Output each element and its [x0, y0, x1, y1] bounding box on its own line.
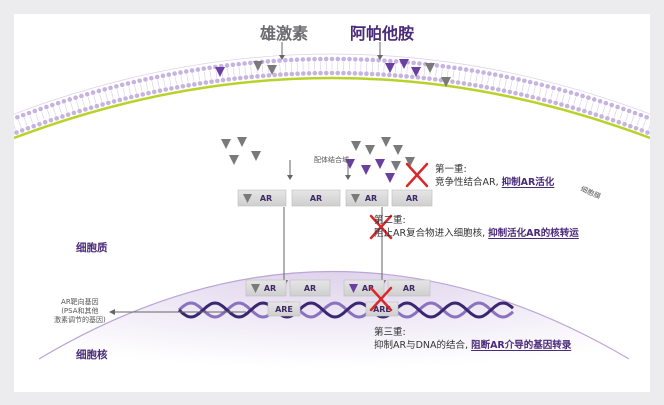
androgen-ligand: [365, 145, 375, 155]
ar-receptor: AR: [289, 279, 331, 297]
svg-text:AR: AR: [264, 284, 276, 293]
nuclear-envelope: [38, 270, 630, 360]
ar-receptor: AR: [345, 189, 389, 207]
ar-receptor: AR: [291, 189, 341, 207]
apalutamide-ligand: [345, 159, 355, 169]
androgen-ligand: [351, 141, 361, 151]
androgen-ligand: [229, 155, 239, 165]
are-element: ARE: [267, 301, 301, 317]
mechanism-2-note: 第二重: 阻止AR复合物进入细胞核, 抑制活化AR的核转运: [374, 215, 579, 239]
androgen-ligand: [237, 137, 247, 147]
svg-text:AR: AR: [403, 284, 415, 293]
androgen-ligand: [405, 157, 415, 167]
x-mark-2: [369, 214, 393, 240]
androgen-ligand: [391, 161, 401, 171]
androgen-label: 雄激素: [260, 24, 309, 43]
ar-receptor: AR: [391, 189, 433, 207]
svg-text:AR: AR: [260, 194, 272, 203]
ligands: [215, 59, 451, 183]
apalutamide-ligand: [385, 173, 395, 183]
diagram-canvas: AR AR AR AR AR AR AR AR ARE ARE 雄激素 阿帕他胺 配体结合域 细胞…: [14, 14, 650, 392]
apalutamide-ligand: [215, 67, 225, 77]
ar-receptor: AR: [387, 279, 431, 297]
androgen-ligand: [393, 145, 403, 155]
androgen-ligand: [381, 137, 391, 147]
ar-receptor: AR: [343, 279, 385, 297]
svg-text:AR: AR: [365, 194, 377, 203]
svg-text:ARE: ARE: [373, 305, 391, 314]
apalutamide-ligand: [399, 59, 409, 69]
mechanism-diagram: AR AR AR AR AR AR AR AR ARE ARE: [14, 42, 650, 392]
ar-receptor: AR: [237, 189, 287, 207]
mechanism-3-note: 第三重: 抑制AR与DNA的结合, 阻断AR介导的基因转录: [374, 327, 572, 351]
inhibition-marks: [369, 162, 429, 312]
androgen-ligand: [251, 151, 261, 161]
apalutamide-ligand: [385, 63, 395, 73]
x-mark-3: [369, 286, 393, 312]
androgen-ligand: [253, 61, 263, 71]
nucleus-label: 细胞核: [76, 349, 108, 361]
svg-text:ARE: ARE: [275, 305, 293, 314]
svg-text:AR: AR: [406, 194, 418, 203]
androgen-ligand: [425, 63, 435, 73]
androgen-ligand: [441, 77, 451, 87]
androgen-ligand: [267, 65, 277, 75]
svg-text:AR: AR: [304, 284, 316, 293]
x-mark-1: [405, 162, 429, 188]
svg-text:AR: AR: [310, 194, 322, 203]
nucleus-region: [39, 271, 629, 392]
apalutamide-label: 阿帕他胺: [350, 24, 415, 43]
svg-text:AR: AR: [362, 284, 374, 293]
mechanism-1-note: 第一重: 竞争性结合AR, 抑制AR活化: [435, 164, 555, 188]
ar-receptors: AR AR AR AR AR AR AR AR ARE ARE: [237, 189, 433, 317]
cell-membrane: [14, 53, 650, 140]
androgen-ligand: [221, 139, 231, 149]
apalutamide-ligand: [375, 159, 385, 169]
dna-helix: [177, 301, 514, 319]
ar-target-gene-label: AR靶向基因 (PSA和其他 激素调节的基因): [54, 298, 106, 324]
ar-receptor: AR: [245, 279, 287, 297]
apalutamide-ligand: [361, 165, 371, 175]
binding-domain-label: 配体结合域: [314, 156, 349, 164]
apalutamide-ligand: [411, 67, 421, 77]
cytoplasm-label: 细胞质: [76, 242, 108, 254]
